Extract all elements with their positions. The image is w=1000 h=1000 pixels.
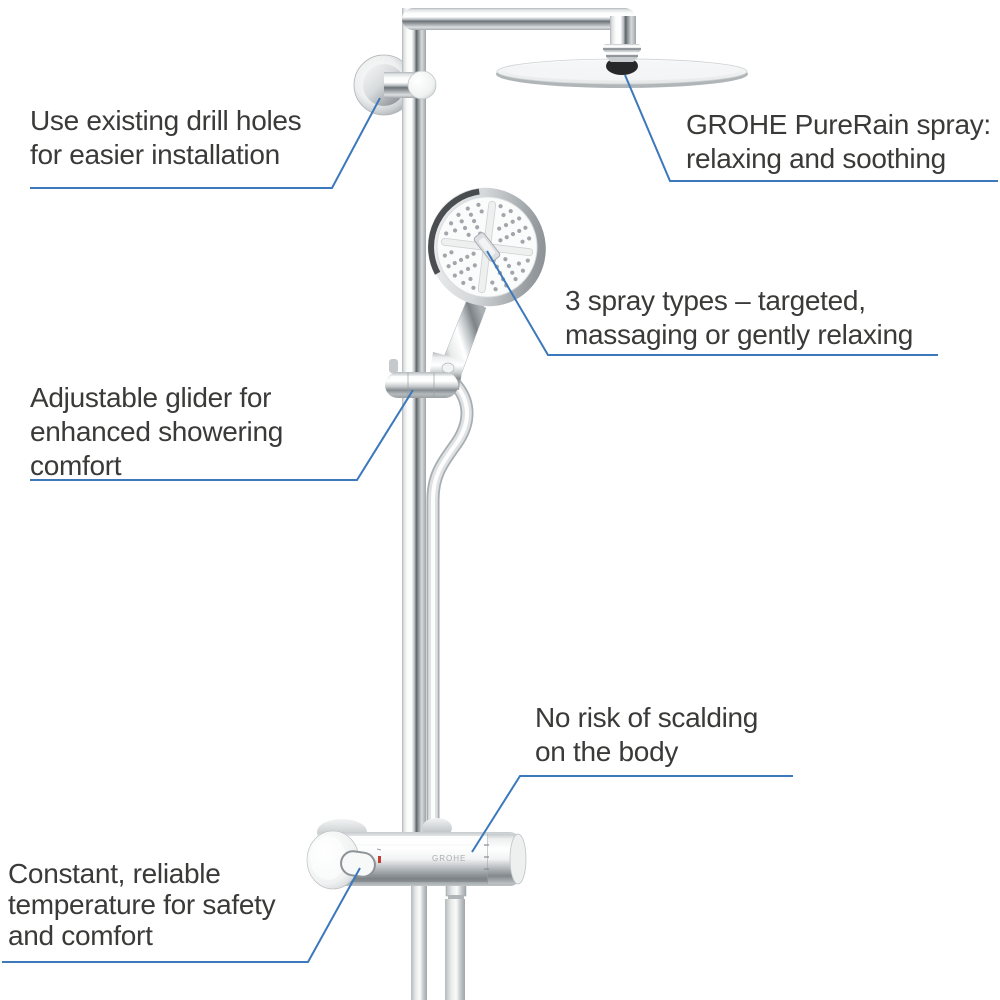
valve-logo: GROHE: [432, 854, 466, 863]
callout-text-line: relaxing and soothing: [686, 143, 946, 174]
shower-rail: [402, 8, 426, 860]
callout-text-line: temperature for safety: [8, 889, 276, 920]
callout-line-drill-holes: [30, 97, 381, 189]
callout-text-line: Constant, reliable: [8, 858, 221, 889]
thermostat-valve: GROHE: [306, 818, 527, 890]
hand-shower-nozzles: [442, 202, 532, 292]
callout-spray-types: 3 spray types – targeted, massaging or g…: [565, 284, 913, 352]
callout-text-line: No risk of scalding: [535, 702, 759, 733]
lower-hoses: [411, 872, 469, 1000]
temperature-red-mark: [378, 856, 381, 863]
callout-text-line: for easier installation: [30, 139, 280, 170]
glider-pin: [389, 359, 398, 373]
callout-text-line: enhanced showering: [30, 416, 284, 447]
callout-text-line: comfort: [30, 450, 122, 481]
callout-text-line: massaging or gently relaxing: [565, 319, 914, 350]
rain-shower-head: [496, 44, 748, 88]
wall-mount-cap: [407, 70, 437, 100]
callout-line-purerain: [624, 74, 998, 182]
shower-arm: [402, 8, 636, 52]
callout-text-line: and comfort: [8, 920, 153, 951]
callout-scalding: No risk of scalding on the body: [535, 701, 758, 769]
callout-line-spray-types: [486, 250, 938, 356]
adjustable-glider: [385, 372, 458, 398]
callout-text-line: 3 spray types – targeted,: [565, 285, 866, 316]
callout-text-line: Use existing drill holes: [30, 105, 302, 136]
callout-text-line: GROHE PureRain spray:: [686, 109, 991, 140]
hand-shower-face: [428, 187, 546, 307]
callout-glider: Adjustable glider for enhanced showering…: [30, 381, 283, 483]
callout-line-temperature: [2, 867, 361, 963]
shower-hose: [426, 373, 474, 846]
callout-temperature: Constant, reliable temperature for safet…: [8, 858, 276, 951]
callout-text-line: on the body: [535, 736, 679, 767]
callout-text-line: Adjustable glider for: [30, 382, 272, 413]
callout-line-glider: [30, 389, 414, 481]
callout-line-scalding: [471, 775, 793, 853]
wall-mount-arm: [384, 70, 437, 100]
callout-drill-holes: Use existing drill holes for easier inst…: [30, 104, 302, 172]
hand-shower: [428, 187, 546, 384]
temperature-knob: [306, 830, 382, 890]
volume-knob: [484, 833, 527, 885]
callout-purerain: GROHE PureRain spray: relaxing and sooth…: [686, 108, 991, 176]
